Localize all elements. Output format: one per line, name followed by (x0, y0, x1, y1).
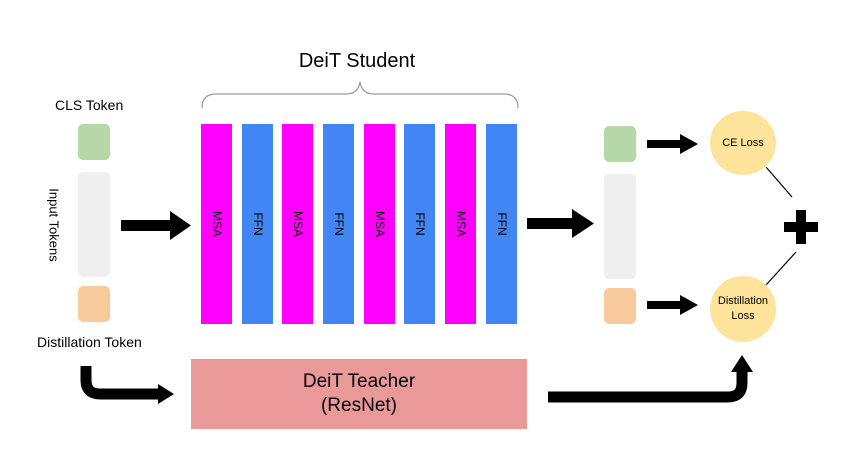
distillation-loss-node: Distillation Loss (710, 276, 776, 342)
arrow-teacher-to-distill-loss (548, 355, 753, 403)
layer-ffn-1: FFN (242, 124, 273, 324)
distillation-loss-label-line2: Loss (731, 310, 755, 322)
arrow-distill-token-to-teacher (80, 366, 174, 404)
ce-loss-node: CE Loss (710, 111, 776, 175)
plus-icon (784, 210, 818, 244)
ce-loss-label: CE Loss (722, 136, 764, 149)
distillation-loss-label-line1: Distillation (717, 295, 769, 307)
distillation-token-label: Distillation Token (37, 334, 142, 350)
arrow-student-to-output (527, 209, 594, 238)
arrow-input-to-student (121, 211, 191, 240)
student-brace (201, 81, 519, 109)
connector-distill-to-plus (765, 251, 797, 286)
teacher-title: DeiT Teacher (302, 371, 416, 392)
layer-msa-2: MSA (282, 124, 313, 324)
input-tokens-block (78, 172, 110, 277)
cls-token-label: CLS Token (55, 97, 124, 113)
teacher-block: DeiT Teacher (ResNet) (191, 359, 527, 429)
layer-msa-3: MSA (364, 124, 395, 324)
layer-ffn-3: FFN (404, 124, 435, 324)
layer-msa-4: MSA (445, 124, 476, 324)
layer-msa-1: MSA (201, 124, 232, 324)
teacher-subtitle: (ResNet) (320, 395, 397, 416)
layer-ffn-4: FFN (486, 124, 517, 324)
output-distillation-token (604, 288, 636, 324)
distillation-token (78, 286, 110, 322)
arrow-distill-to-distill-loss (647, 295, 698, 315)
arrow-cls-to-ce-loss (647, 134, 698, 154)
output-tokens-block (604, 174, 636, 279)
cls-token (78, 124, 110, 160)
connector-ce-to-plus (765, 166, 793, 198)
output-cls-token (604, 126, 636, 162)
student-title: DeiT Student (298, 50, 416, 72)
layer-ffn-2: FFN (323, 124, 354, 324)
